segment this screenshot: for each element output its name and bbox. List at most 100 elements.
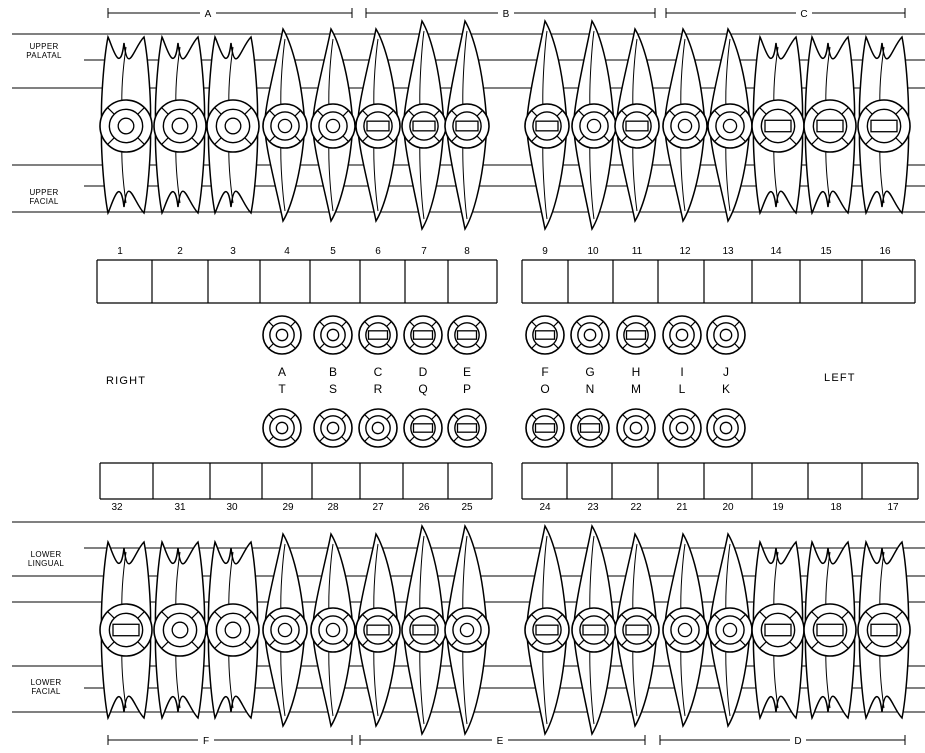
upper-tooth-number: 15 bbox=[820, 246, 832, 257]
primary-lower-letter: T bbox=[278, 382, 286, 396]
primary-upper-crown-A bbox=[263, 316, 301, 354]
upper-crown-4 bbox=[263, 104, 307, 148]
primary-upper-teeth bbox=[263, 316, 745, 354]
upper-crown-8 bbox=[445, 104, 489, 148]
section-label-f: F bbox=[203, 736, 209, 747]
primary-upper-crown-E bbox=[448, 316, 486, 354]
section-label-e: E bbox=[497, 736, 504, 747]
upper-tooth-number: 3 bbox=[230, 246, 236, 257]
primary-lower-crown-K bbox=[707, 409, 745, 447]
primary-upper-crown-G bbox=[571, 316, 609, 354]
lower-crown-18 bbox=[804, 604, 856, 656]
lower-crown-27 bbox=[356, 608, 400, 652]
lower-crown-17 bbox=[858, 604, 910, 656]
primary-upper-letters: ABCDEFGHIJ bbox=[278, 365, 729, 379]
primary-upper-letter: E bbox=[463, 365, 471, 379]
primary-lower-crown-P bbox=[448, 409, 486, 447]
primary-upper-crown-C bbox=[359, 316, 397, 354]
primary-upper-crown-I bbox=[663, 316, 701, 354]
upper-right-boxes-frame bbox=[522, 260, 915, 303]
primary-upper-letter: D bbox=[419, 365, 428, 379]
upper-crown-10 bbox=[572, 104, 616, 148]
section-label-a: A bbox=[205, 9, 212, 20]
lower-facial-label-1: LOWER bbox=[31, 678, 62, 687]
upper-tooth-number: 10 bbox=[587, 246, 599, 257]
upper-lingual-label-2: PALATAL bbox=[26, 51, 62, 60]
lower-left-boxes-frame bbox=[100, 463, 492, 499]
section-label-d: D bbox=[794, 736, 801, 747]
upper-facial-label-1: UPPER bbox=[29, 188, 58, 197]
upper-tooth-number: 1 bbox=[117, 246, 123, 257]
upper-tooth-number: 14 bbox=[770, 246, 782, 257]
primary-lower-letter: M bbox=[631, 382, 641, 396]
upper-teeth bbox=[100, 21, 910, 229]
lower-crown-28 bbox=[311, 608, 355, 652]
lower-tooth-number: 23 bbox=[587, 502, 599, 513]
lower-tooth-number: 27 bbox=[372, 502, 384, 513]
primary-lower-letter: N bbox=[586, 382, 595, 396]
lower-facial-label-2: FACIAL bbox=[31, 687, 61, 696]
lower-tooth-number: 32 bbox=[111, 502, 123, 513]
lower-tooth-number: 20 bbox=[722, 502, 734, 513]
left-label: LEFT bbox=[824, 372, 856, 384]
lower-lingual-label-1: LOWER bbox=[31, 550, 62, 559]
upper-crown-12 bbox=[663, 104, 707, 148]
primary-lower-letter: R bbox=[374, 382, 383, 396]
upper-crown-11 bbox=[615, 104, 659, 148]
lower-tooth-number: 24 bbox=[539, 502, 551, 513]
upper-tooth-number: 4 bbox=[284, 246, 290, 257]
upper-crown-7 bbox=[402, 104, 446, 148]
primary-upper-letter: F bbox=[541, 365, 548, 379]
primary-lower-teeth bbox=[263, 409, 745, 447]
upper-crown-16 bbox=[858, 100, 910, 152]
primary-lower-letter: P bbox=[463, 382, 471, 396]
upper-left-boxes-frame bbox=[97, 260, 497, 303]
upper-tooth-number: 8 bbox=[464, 246, 470, 257]
primary-lower-letter: Q bbox=[418, 382, 427, 396]
primary-upper-letter: G bbox=[585, 365, 594, 379]
lower-crown-21 bbox=[663, 608, 707, 652]
primary-lower-crown-L bbox=[663, 409, 701, 447]
upper-tooth-number: 2 bbox=[177, 246, 183, 257]
lower-crown-31 bbox=[154, 604, 206, 656]
primary-upper-crown-J bbox=[707, 316, 745, 354]
primary-lower-letter: O bbox=[540, 382, 549, 396]
upper-crown-9 bbox=[525, 104, 569, 148]
upper-crown-3 bbox=[207, 100, 259, 152]
lower-tooth-number: 21 bbox=[676, 502, 688, 513]
primary-upper-letter: B bbox=[329, 365, 337, 379]
primary-upper-letter: H bbox=[632, 365, 641, 379]
primary-lower-crown-T bbox=[263, 409, 301, 447]
lower-tooth-number: 29 bbox=[282, 502, 294, 513]
primary-upper-crown-B bbox=[314, 316, 352, 354]
upper-tooth-boxes bbox=[97, 260, 915, 303]
lower-teeth bbox=[100, 526, 910, 734]
upper-tooth-number: 5 bbox=[330, 246, 336, 257]
primary-lower-letter: L bbox=[679, 382, 686, 396]
lower-crown-32 bbox=[100, 604, 152, 656]
primary-upper-letter: A bbox=[278, 365, 286, 379]
primary-upper-crown-H bbox=[617, 316, 655, 354]
upper-tooth-number: 6 bbox=[375, 246, 381, 257]
upper-tooth-number: 12 bbox=[679, 246, 691, 257]
primary-lower-crown-O bbox=[526, 409, 564, 447]
lower-right-boxes-frame bbox=[522, 463, 918, 499]
upper-crown-15 bbox=[804, 100, 856, 152]
lower-tooth-numbers: 32313029282726252423222120191817 bbox=[111, 502, 899, 513]
upper-lingual-label-1: UPPER bbox=[29, 42, 58, 51]
lower-tooth-boxes bbox=[100, 463, 918, 499]
primary-lower-letter: K bbox=[722, 382, 730, 396]
lower-lingual-label-2: LINGUAL bbox=[28, 559, 65, 568]
primary-lower-crown-N bbox=[571, 409, 609, 447]
lower-crown-30 bbox=[207, 604, 259, 656]
lower-tooth-number: 25 bbox=[461, 502, 473, 513]
lower-tooth-number: 30 bbox=[226, 502, 238, 513]
lower-crown-23 bbox=[572, 608, 616, 652]
primary-upper-letter: J bbox=[723, 365, 729, 379]
upper-tooth-number: 7 bbox=[421, 246, 427, 257]
upper-crown-1 bbox=[100, 100, 152, 152]
upper-tooth-numbers: 12345678910111213141516 bbox=[117, 246, 891, 257]
upper-tooth-number: 13 bbox=[722, 246, 734, 257]
lower-tooth-number: 18 bbox=[830, 502, 842, 513]
